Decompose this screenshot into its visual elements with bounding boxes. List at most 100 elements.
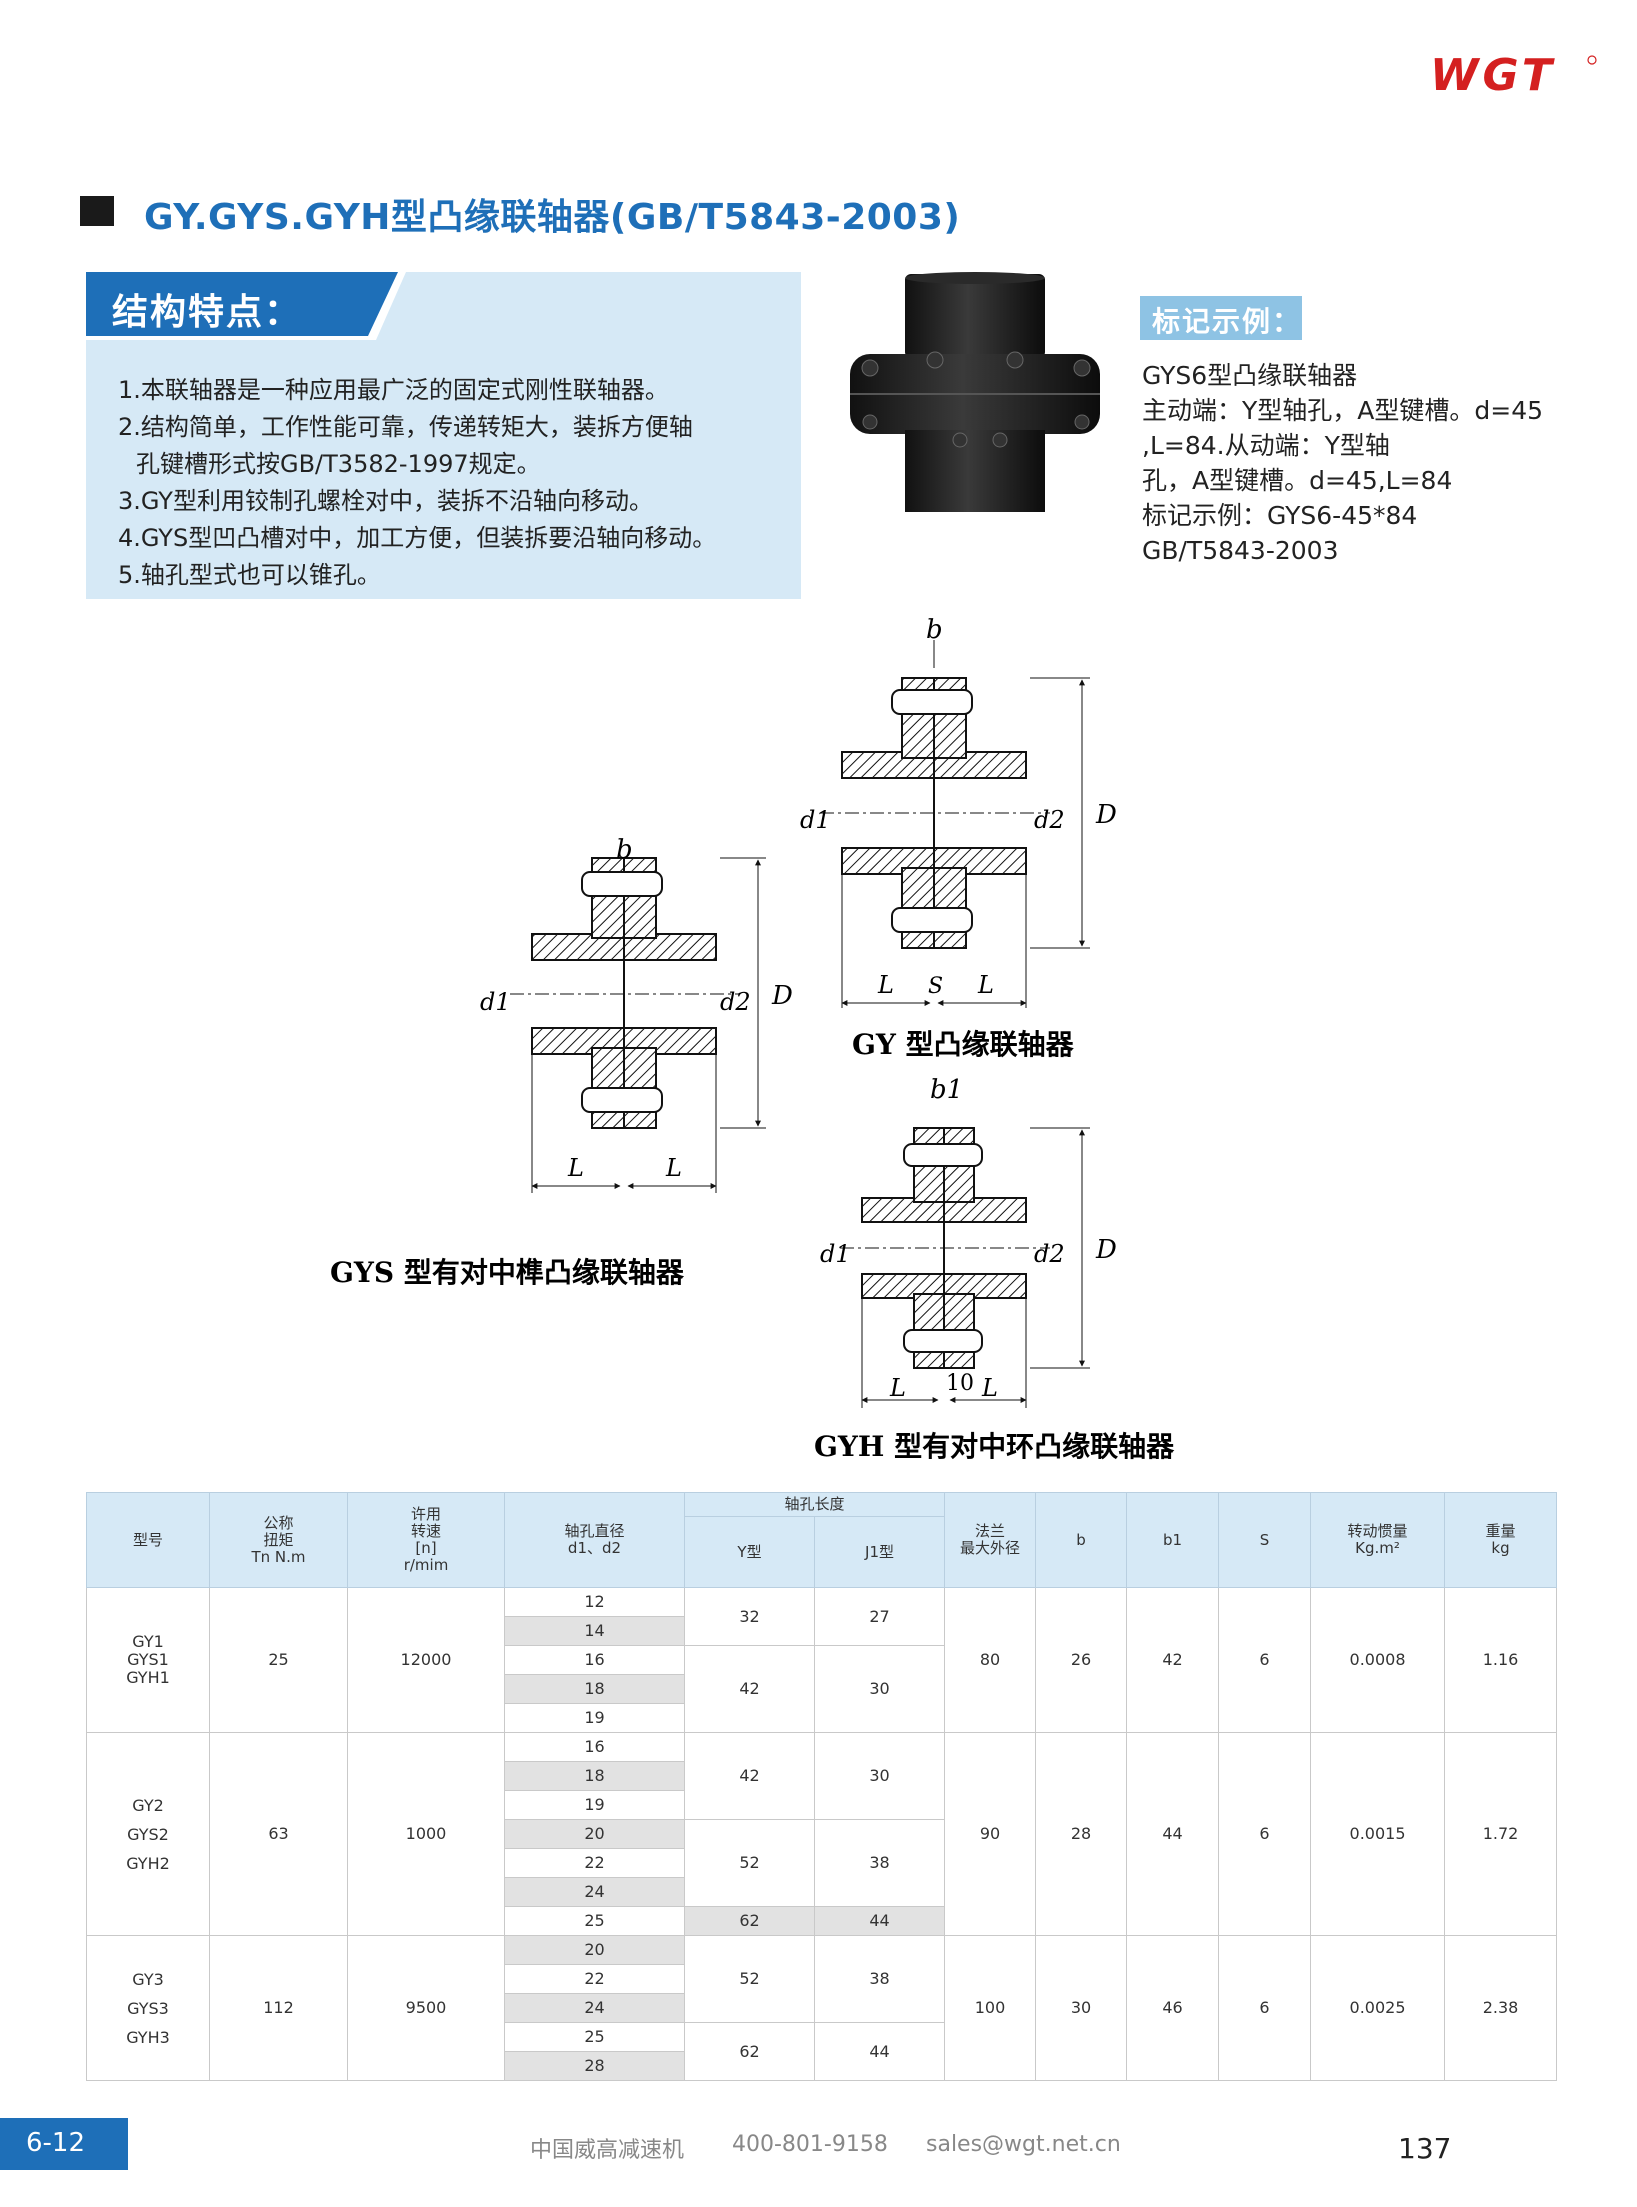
marking-heading: 标记示例： <box>1152 305 1303 338</box>
header-model: 型号 <box>86 1492 210 1588</box>
table-row: 22 <box>87 1964 1557 1994</box>
b-cell: 28 <box>1035 1732 1128 1936</box>
title-square-icon <box>80 196 114 226</box>
coupling-product-photo <box>850 272 1100 512</box>
gyh-label-l2: L <box>981 1374 998 1402</box>
bore-cell: 19 <box>504 1790 685 1820</box>
footer-email[interactable]: sales@wgt.net.cn <box>926 2132 1121 2157</box>
feature-item: 3.GY型利用铰制孔螺栓对中，装拆不沿轴向移动。 <box>118 487 653 515</box>
speed-cell: 9500 <box>347 1935 505 2081</box>
weight-cell: 2.38 <box>1444 1935 1558 2081</box>
gyh-label-l: L <box>889 1374 906 1402</box>
gyh-diagram <box>840 1127 1090 1408</box>
bore-cell: 18 <box>504 1674 685 1704</box>
weight-cell: 1.72 <box>1444 1732 1558 1936</box>
gys-label-d2: d2 <box>720 988 751 1016</box>
speed-cell: 12000 <box>347 1587 505 1733</box>
marking-line: GYS6型凸缘联轴器 <box>1142 361 1358 390</box>
gy-label-s: S <box>928 974 943 999</box>
bore-cell: 12 <box>504 1587 685 1617</box>
speed-cell: 1000 <box>347 1732 505 1936</box>
features-heading-tab <box>86 272 406 340</box>
wgt-logo: WGT <box>1430 52 1597 98</box>
bore-cell: 28 <box>504 2051 685 2081</box>
feature-item: 5.轴孔型式也可以锥孔。 <box>118 561 381 589</box>
section-badge <box>0 2118 128 2170</box>
flange-cell: 90 <box>944 1732 1037 1936</box>
gy-label-l2: L <box>977 971 994 999</box>
gyh-caption: GYH 型有对中环凸缘联轴器 <box>814 1430 1175 1463</box>
b1-cell: 44 <box>1126 1732 1220 1936</box>
header-length: 轴孔长度 <box>683 1491 946 1518</box>
gyh-label-10: 10 <box>946 1371 974 1396</box>
feature-item: 1.本联轴器是一种应用最广泛的固定式刚性联轴器。 <box>118 376 669 404</box>
gyh-label-d1: d1 <box>820 1240 851 1268</box>
bore-cell: 19 <box>504 1703 685 1733</box>
page-number: 137 <box>1398 2132 1452 2165</box>
b1-cell: 46 <box>1126 1935 1220 2081</box>
y-length-cell: 32 <box>684 1587 815 1646</box>
inertia-cell: 0.0015 <box>1310 1732 1446 1936</box>
bore-cell: 22 <box>504 1848 685 1878</box>
gys-diagram <box>510 857 766 1193</box>
s-cell: 6 <box>1218 1732 1312 1936</box>
marking-example-text: GYS6型凸缘联轴器 主动端：Y型轴孔，A型键槽。d=45 ,L=84.从动端：… <box>1142 358 1612 568</box>
bore-cell: 25 <box>504 2022 685 2052</box>
header-speed: 许用转速[n]r/mim <box>347 1492 505 1588</box>
torque-cell: 25 <box>209 1587 348 1733</box>
header-flange: 法兰最大外径 <box>944 1492 1037 1588</box>
gy-label-D: D <box>1095 800 1117 830</box>
bore-cell: 16 <box>504 1645 685 1675</box>
gy-label-d2: d2 <box>1034 806 1065 834</box>
table-row: 22 <box>87 1848 1557 1878</box>
coupling-diagrams: b L L S D d1 d2 GY 型凸缘联轴器 b L L D d1 d2 … <box>330 618 1175 1463</box>
j1-length-cell: 38 <box>813 1935 946 2023</box>
gyh-label-b1: b1 <box>930 1075 963 1105</box>
features-list: 1.本联轴器是一种应用最广泛的固定式刚性联轴器。 2.结构简单，工作性能可靠，传… <box>118 372 788 594</box>
bore-cell: 20 <box>504 1819 685 1849</box>
torque-cell: 63 <box>209 1732 348 1936</box>
header-s: S <box>1218 1492 1312 1588</box>
j1-length-cell: 44 <box>813 1906 946 1936</box>
y-length-cell: 52 <box>684 1819 815 1907</box>
footer-company: 中国威高减速机 <box>530 2138 685 2163</box>
b1-cell: 42 <box>1126 1587 1220 1733</box>
header-y-type: Y型 <box>684 1516 815 1588</box>
bore-cell: 24 <box>504 1993 685 2023</box>
gyh-label-d2: d2 <box>1034 1240 1065 1268</box>
gy-caption: GY 型凸缘联轴器 <box>852 1028 1075 1061</box>
b-cell: 26 <box>1035 1587 1128 1733</box>
table-row: 28 <box>87 2051 1557 2081</box>
gys-label-b: b <box>616 835 633 865</box>
flange-cell: 100 <box>944 1935 1037 2081</box>
j1-length-cell: 38 <box>813 1819 946 1907</box>
header-b: b <box>1035 1492 1128 1588</box>
feature-item: 4.GYS型凹凸槽对中，加工方便，但装拆要沿轴向移动。 <box>118 524 717 552</box>
marking-line: ,L=84.从动端：Y型轴 <box>1142 431 1390 460</box>
features-heading: 结构特点： <box>112 292 303 333</box>
y-length-cell: 62 <box>684 2022 815 2081</box>
gyh-label-D: D <box>1095 1235 1117 1265</box>
gy-diagram <box>820 640 1090 1008</box>
flange-cell: 80 <box>944 1587 1037 1733</box>
bore-cell: 14 <box>504 1616 685 1646</box>
gys-label-l: L <box>567 1154 584 1182</box>
section-number: 6-12 <box>26 2128 86 2158</box>
y-length-cell: 42 <box>684 1732 815 1820</box>
s-cell: 6 <box>1218 1935 1312 2081</box>
table-row: 25 62 44 <box>87 2022 1557 2081</box>
marking-line: 标记示例：GYS6-45*84 <box>1142 501 1418 530</box>
gys-label-D: D <box>771 981 793 1011</box>
marking-heading-badge <box>1140 296 1302 340</box>
j1-length-cell: 30 <box>813 1732 946 1820</box>
